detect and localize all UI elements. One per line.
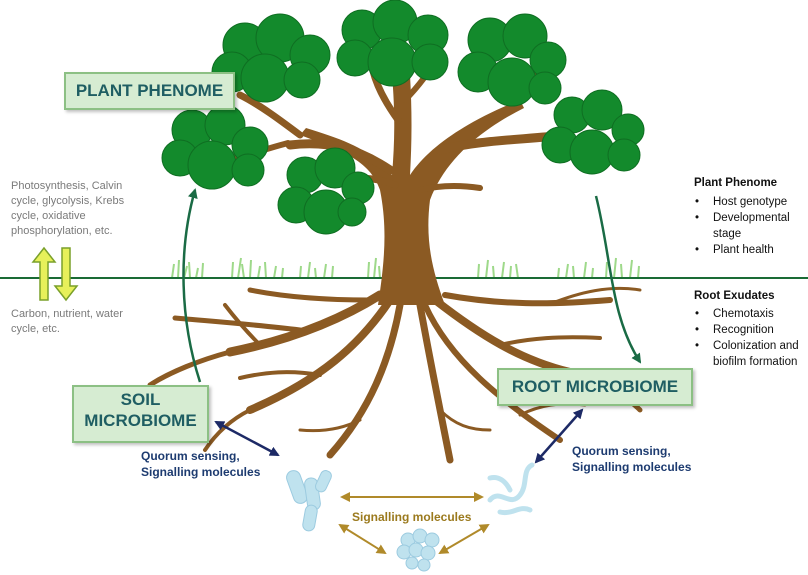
list-item-text: Developmental bbox=[713, 212, 790, 224]
canopy-cluster-left-mid bbox=[162, 105, 268, 189]
down-arrow-icon bbox=[55, 248, 77, 300]
soil-microbiome-box: SOIL MICROBIOME bbox=[72, 385, 209, 443]
process-line: Photosynthesis, Calvin bbox=[11, 179, 124, 194]
process-line: cycle, etc. bbox=[11, 322, 123, 337]
exchange-arrows bbox=[33, 248, 77, 300]
microbe-cocci-icon bbox=[397, 529, 439, 571]
up-arrow-icon bbox=[33, 248, 55, 300]
canopy-cluster-right-top bbox=[458, 14, 566, 106]
list-item-text: Colonization and bbox=[713, 340, 799, 352]
microbe-spiral-icon bbox=[490, 465, 532, 513]
root-microbiome-box: ROOT MICROBIOME bbox=[497, 368, 693, 406]
list-item: Plant health bbox=[694, 242, 790, 258]
canopy-cluster-right-mid bbox=[542, 90, 644, 174]
quorum-line: Signalling molecules bbox=[141, 464, 260, 480]
soil-to-plant-arrow bbox=[184, 190, 200, 382]
below-ground-processes: Carbon, nutrient, water cycle, etc. bbox=[11, 307, 123, 337]
lower-left-signal-arrow bbox=[340, 525, 385, 553]
quorum-line: Signalling molecules bbox=[572, 459, 691, 475]
right-quorum-label: Quorum sensing, Signalling molecules bbox=[572, 443, 691, 475]
process-line: phosphorylation, etc. bbox=[11, 224, 124, 239]
left-quorum-label: Quorum sensing, Signalling molecules bbox=[141, 448, 260, 480]
root-exudates-list: Chemotaxis Recognition Colonization and b… bbox=[694, 306, 799, 370]
lower-right-signal-arrow bbox=[440, 525, 488, 553]
list-item-text: biofilm formation bbox=[713, 356, 797, 368]
list-item: Developmental stage bbox=[694, 210, 790, 242]
plant-phenome-box: PLANT PHENOME bbox=[64, 72, 235, 110]
quorum-line: Quorum sensing, bbox=[141, 448, 260, 464]
microbe-rods-icon bbox=[285, 469, 333, 532]
plant-phenome-list-title: Plant Phenome bbox=[694, 177, 777, 189]
center-signal-label: Signalling molecules bbox=[352, 510, 471, 524]
list-item: Colonization and biofilm formation bbox=[694, 338, 799, 370]
soil-microbiome-line1: SOIL bbox=[74, 389, 207, 410]
soil-microbiome-line2: MICROBIOME bbox=[74, 410, 207, 431]
quorum-line: Quorum sensing, bbox=[572, 443, 691, 459]
process-line: cycle, glycolysis, Krebs bbox=[11, 194, 124, 209]
list-item-text: stage bbox=[713, 228, 741, 240]
plant-phenome-list: Host genotype Developmental stage Plant h… bbox=[694, 194, 790, 258]
root-exudates-list-title: Root Exudates bbox=[694, 290, 775, 302]
process-line: Carbon, nutrient, water bbox=[11, 307, 123, 322]
process-line: cycle, oxidative bbox=[11, 209, 124, 224]
list-item: Recognition bbox=[694, 322, 799, 338]
canopy-cluster-center-top bbox=[337, 0, 448, 86]
above-ground-processes: Photosynthesis, Calvin cycle, glycolysis… bbox=[11, 179, 124, 239]
list-item: Chemotaxis bbox=[694, 306, 799, 322]
list-item: Host genotype bbox=[694, 194, 790, 210]
